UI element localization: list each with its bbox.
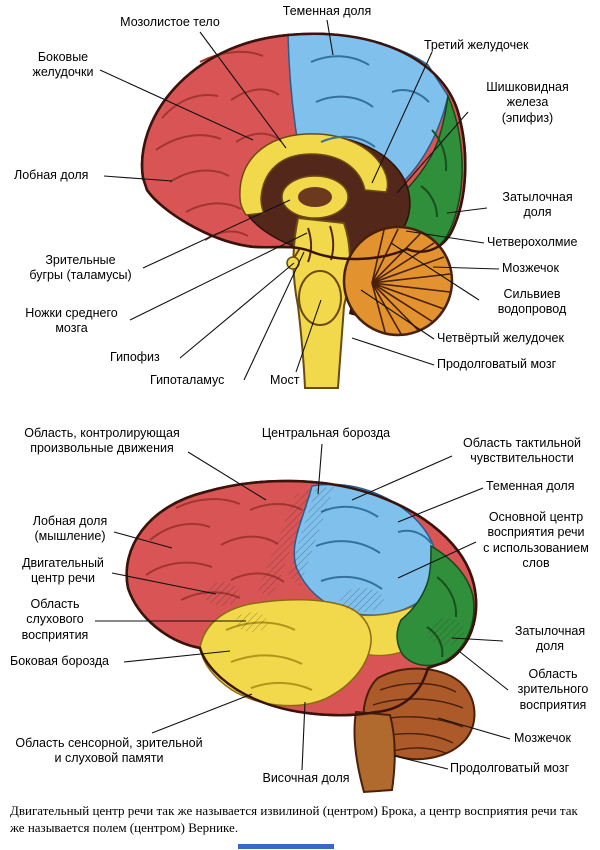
label-occipital-lobe-sag: Затылочная доля [502,190,573,220]
label-parietal-lobe-sag: Теменная доля [282,4,372,18]
decorative-blue-line [238,844,334,849]
label-auditory-area: Область слухового восприятия [21,597,89,642]
label-motor-speech-center: Двигательный центр речи [22,556,104,586]
functional-area-hatching [204,487,464,646]
label-central-sulcus: Центральная борозда [261,426,391,440]
pons-shape [298,270,342,326]
pituitary-stalk [293,247,301,259]
lateral-brain-illustration [125,479,478,794]
label-medulla-lat: Продолговатый мозг [450,761,570,775]
label-quadrigeminal-plate: Четверохолмие [487,235,578,249]
sagittal-parietal-gyri [310,55,430,148]
label-hypothalamus: Гипоталамус [150,373,225,387]
thalamus-core [298,187,332,207]
label-pineal-gland: Шишковидная железа (эпифиз) [486,80,569,125]
label-cerebellum-lat: Мозжечок [514,731,571,745]
label-tactile-area: Область тактильной чувствительности [462,436,582,466]
label-medulla-sag: Продолговатый мозг [437,357,557,371]
label-sylvian-aqueduct: Сильвиев водопровод [497,287,567,317]
lateral-leader-lines [95,443,511,771]
label-thalamus: Зрительные бугры (таламусы) [29,253,132,283]
sagittal-brain-illustration [140,32,467,389]
label-visual-area: Область зрительного восприятия [517,667,589,712]
lateral-outline [125,479,478,717]
label-speech-perception-center: Основной центр восприятия речи с использ… [483,510,589,570]
footnote-caption: Двигательный центр речи так же называетс… [10,803,578,835]
label-third-ventricle: Третий желудочек [424,38,529,52]
label-voluntary-movement-area: Область, контролирующая произвольные дви… [24,426,180,456]
midbrain-detail [307,227,312,263]
corpus-callosum-shape [239,133,389,216]
brainstem-lateral-shape [353,710,396,794]
label-memory-area: Область сенсорной, зрительной и слуховой… [15,736,203,766]
sagittal-outline [140,32,467,261]
label-pituitary: Гипофиз [110,350,160,364]
label-frontal-lobe-lat: Лобная доля (мышление) [32,514,108,544]
label-cerebellum-sag: Мозжечок [502,261,559,275]
label-frontal-lobe-sag: Лобная доля [14,168,89,182]
label-fourth-ventricle: Четвёртый желудочек [437,331,564,345]
sagittal-frontal-gyri [155,51,282,241]
label-pons: Мост [270,373,300,387]
label-lateral-sulcus: Боковая борозда [10,654,109,668]
label-cerebral-peduncles: Ножки среднего мозга [25,306,118,336]
sagittal-occipital-gyri [420,129,448,218]
label-parietal-lobe-lat: Теменная доля [486,479,575,493]
label-occipital-lobe-lat: Затылочная доля [514,624,586,654]
label-temporal-lobe: Височная доля [262,771,350,785]
label-corpus-callosum: Мозолистое тело [120,15,220,29]
label-lateral-ventricles: Боковые желудочки [32,50,94,80]
cerebellum-sagittal-shape [342,225,454,337]
sagittal-leader-lines [99,19,500,381]
